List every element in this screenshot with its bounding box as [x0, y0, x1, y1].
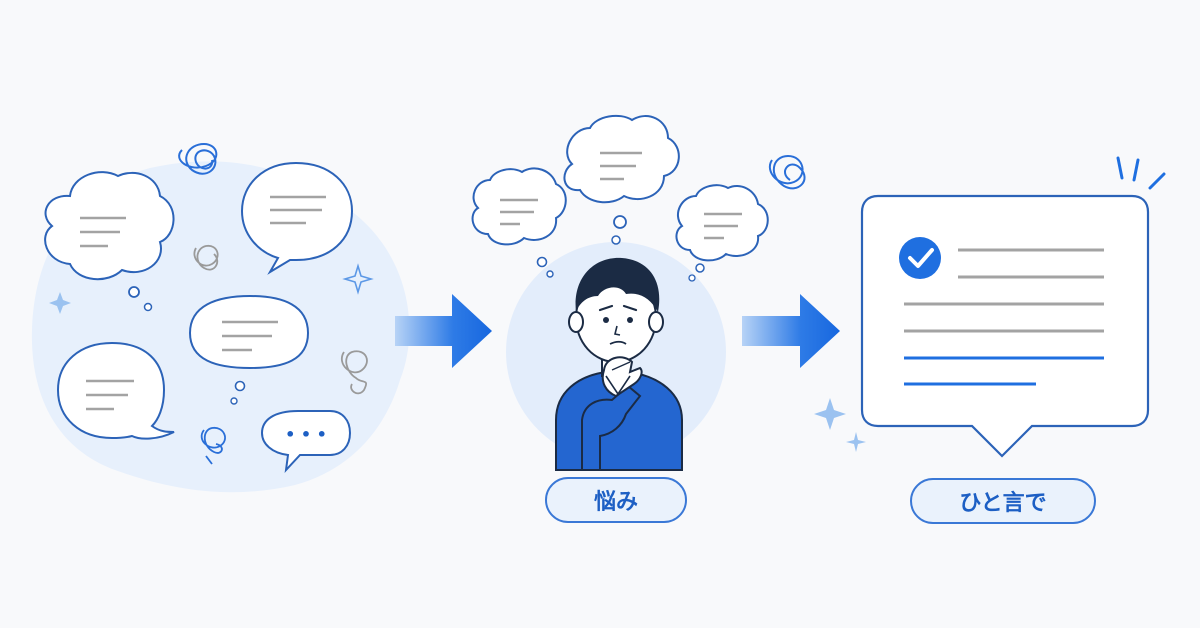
- ellipsis-bubble: • • •: [260, 410, 352, 473]
- thought-cloud-bubble: [471, 167, 567, 278]
- attention-lines-icon: [1116, 156, 1166, 190]
- gray-scribble-icon: [193, 245, 219, 271]
- blue-scribble-icon: [200, 427, 226, 465]
- ellipsis-text: • • •: [285, 425, 327, 444]
- thought-cloud-bubble: [675, 184, 769, 282]
- gray-scribble-icon: [341, 350, 368, 395]
- worry-label: 悩み: [545, 477, 687, 523]
- sparkle-icon: [49, 292, 71, 314]
- checked-message-card-icon: [860, 194, 1150, 458]
- thought-bubble: [188, 294, 310, 405]
- thought-cloud-bubble: [44, 171, 175, 312]
- thought-cloud-bubble: [563, 114, 680, 245]
- summary-card-group: [814, 156, 1166, 458]
- blue-scribble-icon: [769, 154, 806, 190]
- arrow-right-icon: [395, 294, 492, 368]
- blue-scribble-icon: [178, 142, 218, 175]
- check-circle-icon: [899, 237, 941, 279]
- sparkle-icon: [342, 263, 374, 295]
- one-word-label: ひと言で: [910, 478, 1096, 524]
- arrow-right-icon: [742, 294, 840, 368]
- sparkle-icon: [814, 398, 846, 430]
- scattered-thoughts-group: • • •: [31, 142, 410, 493]
- sparkle-icon: [846, 432, 866, 452]
- thinking-person-icon: [555, 257, 683, 471]
- speech-bubble-large: [56, 341, 175, 440]
- worried-person-group: [471, 114, 806, 471]
- speech-bubble: [240, 161, 354, 275]
